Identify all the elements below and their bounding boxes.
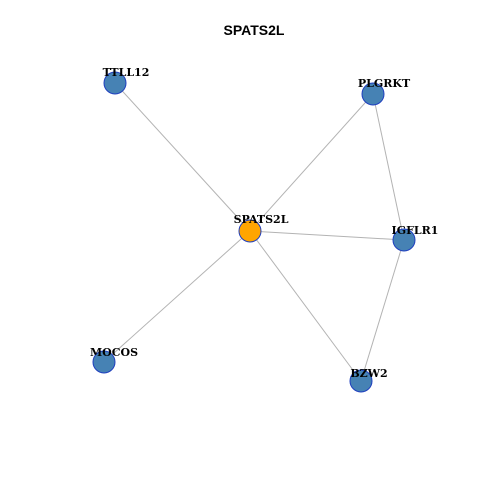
node-label-ttll12: TTLL12 <box>103 66 150 79</box>
node-ttll12[interactable] <box>103 71 127 95</box>
edges-layer <box>103 82 405 382</box>
node-label-spats2l: SPATS2L <box>234 213 289 226</box>
node-label-plgrkt: PLGRKT <box>358 77 411 90</box>
edge-igflr1-bzw2 <box>360 239 405 382</box>
node-plgrkt[interactable] <box>361 82 385 106</box>
nodes-layer <box>92 71 416 393</box>
edge-spats2l-mocos <box>103 230 251 363</box>
node-igflr1[interactable] <box>392 228 416 252</box>
node-label-bzw2: BZW2 <box>350 367 387 380</box>
edge-spats2l-plgrkt <box>249 93 374 232</box>
edge-spats2l-igflr1 <box>249 230 405 241</box>
node-label-igflr1: IGFLR1 <box>392 224 439 237</box>
diagram-title: SPATS2L <box>224 22 285 38</box>
edge-plgrkt-igflr1 <box>372 93 405 241</box>
node-bzw2[interactable] <box>349 369 373 393</box>
edge-spats2l-bzw2 <box>249 230 362 382</box>
node-label-mocos: MOCOS <box>90 346 138 359</box>
node-spats2l[interactable] <box>238 219 262 243</box>
node-mocos[interactable] <box>92 350 116 374</box>
edge-spats2l-ttll12 <box>114 82 251 232</box>
